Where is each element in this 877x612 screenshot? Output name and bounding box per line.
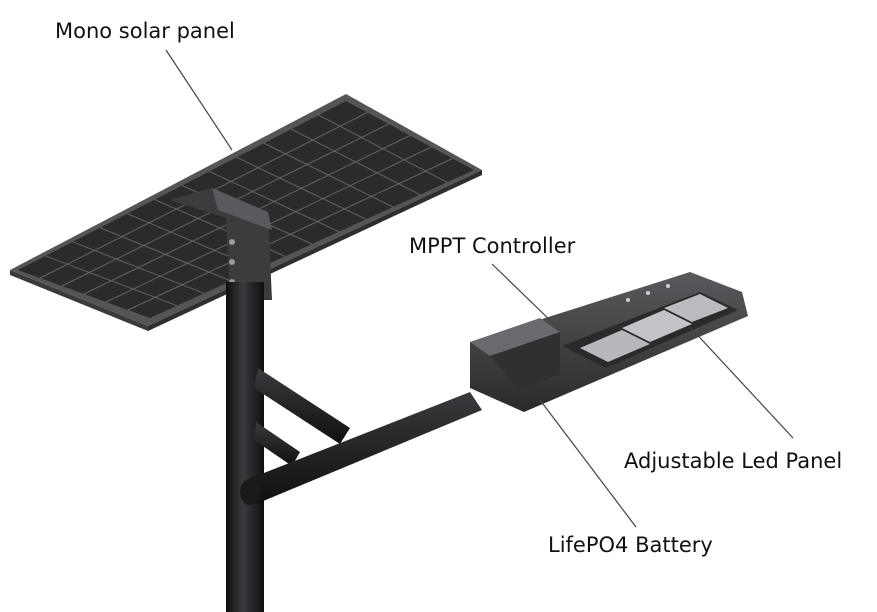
leader-line-led — [689, 326, 794, 439]
arm-end-cap — [240, 479, 260, 505]
label-lifepo4-battery: LifePO4 Battery — [548, 533, 713, 557]
arm-struts — [254, 368, 350, 466]
lamp-arm — [246, 392, 482, 504]
battery-compartment — [490, 332, 560, 390]
lamp-head — [470, 272, 748, 412]
solar-panel-edge — [10, 270, 148, 331]
pole — [226, 282, 264, 612]
led-module-2 — [622, 310, 692, 342]
leader-line-solar — [165, 49, 233, 151]
label-adjustable-led-panel: Adjustable Led Panel — [624, 449, 843, 473]
leader-line-mppt — [491, 263, 556, 326]
cell-grid-line — [127, 158, 453, 311]
label-mppt-controller: MPPT Controller — [409, 234, 576, 258]
led-module-3 — [664, 294, 728, 322]
leader-line-battery — [539, 399, 637, 528]
label-mono-solar-panel: Mono solar panel — [55, 19, 235, 43]
mppt-controller-box — [470, 318, 560, 356]
leader-lines — [165, 49, 794, 528]
led-module-1 — [580, 330, 650, 362]
